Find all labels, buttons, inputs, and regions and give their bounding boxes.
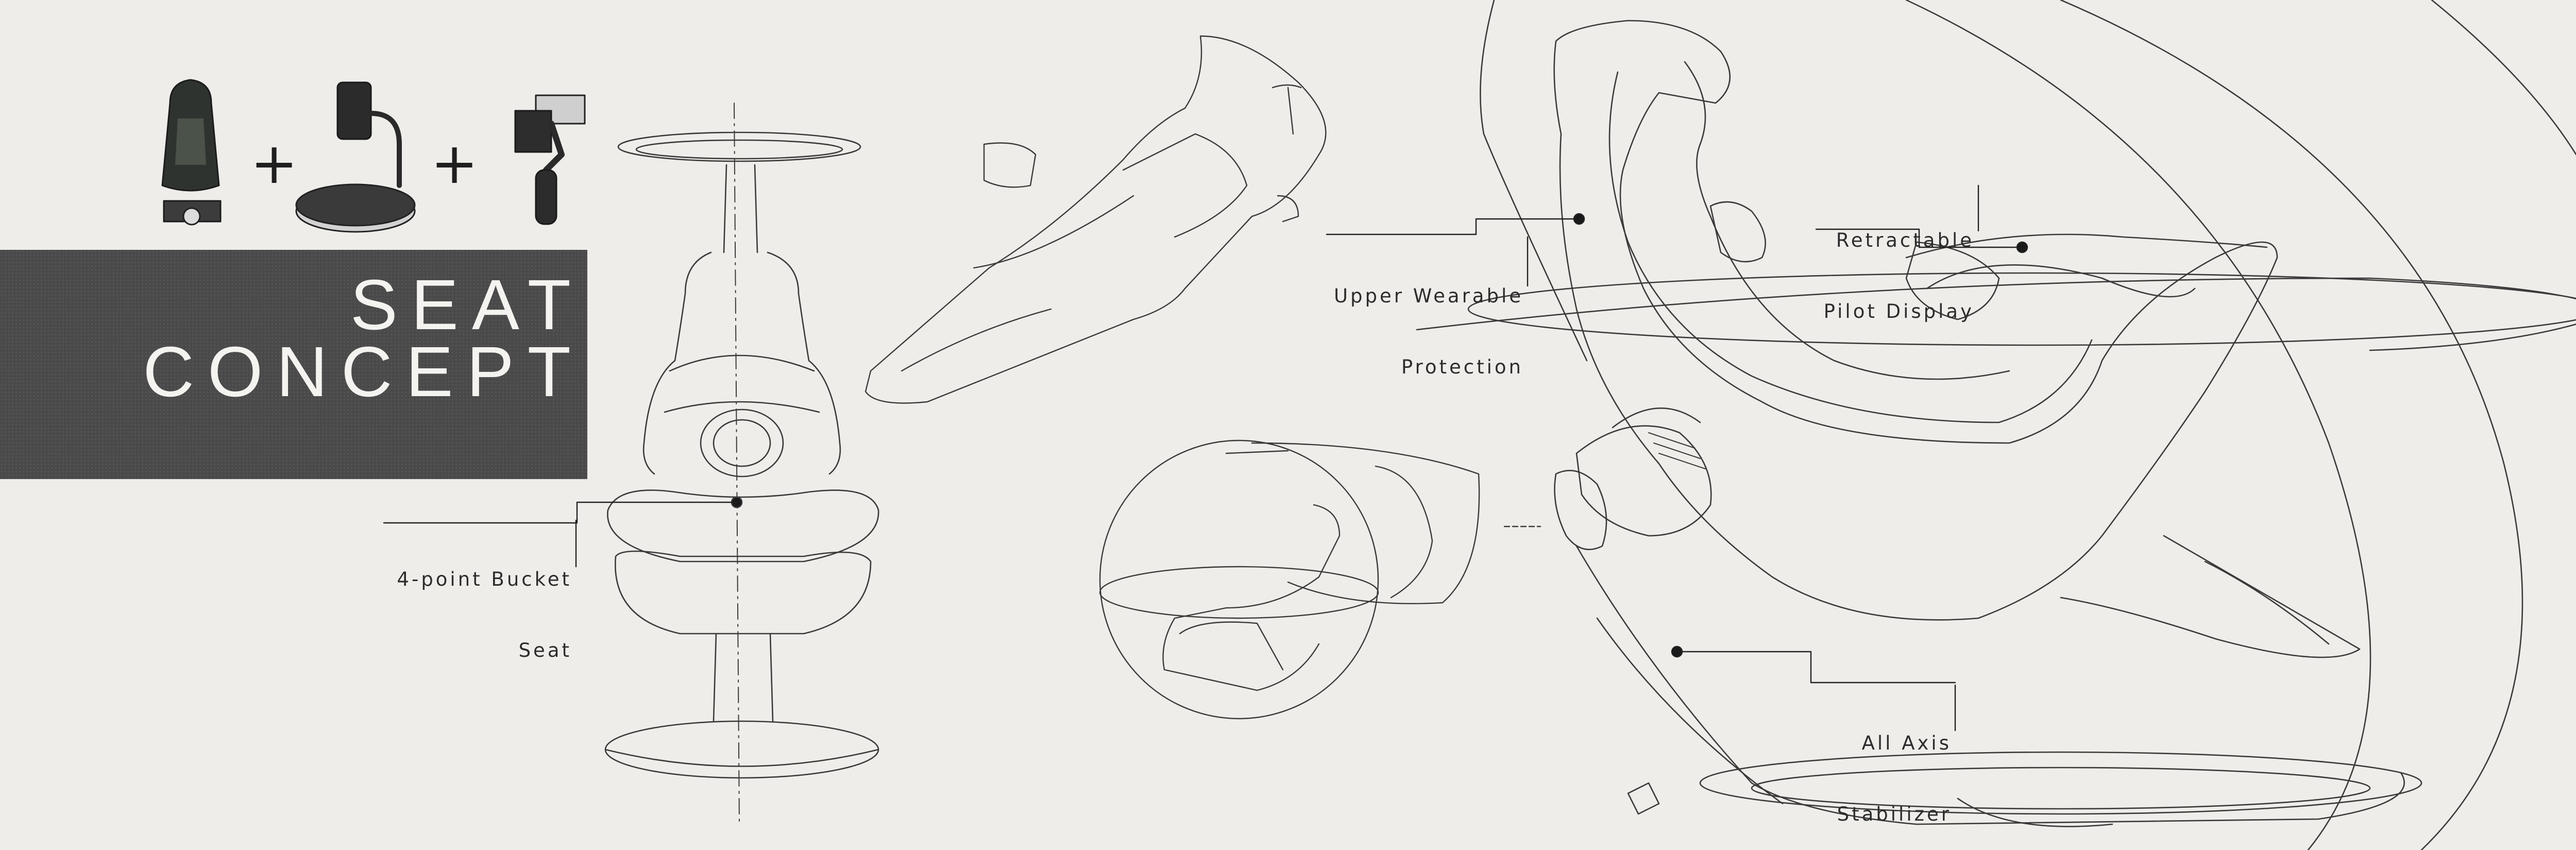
- leader-upper-wearable: [1326, 213, 1585, 287]
- callout-bucket-seat-line2: Seat: [518, 639, 572, 661]
- turntable-stand-icon: [295, 81, 416, 233]
- reclined-seat-sketch: [865, 35, 1327, 404]
- callout-bucket-seat-line1: 4-point Bucket: [397, 568, 572, 590]
- callout-stabilizer-line1: All Axis: [1861, 732, 1952, 754]
- racing-seat-icon: [161, 79, 222, 226]
- callout-stabilizer: All Axis Stabilizer: [1741, 684, 1952, 850]
- callout-upper-wearable: Upper Wearable Protection: [1311, 237, 1523, 403]
- callout-upper-wearable-line1: Upper Wearable: [1333, 285, 1523, 307]
- callout-upper-wearable-line2: Protection: [1401, 356, 1523, 378]
- title-line-1: SEAT: [350, 265, 584, 345]
- perspective-seat-sketch: [1416, 0, 2576, 850]
- callout-stabilizer-line2: Stabilizer: [1837, 803, 1952, 825]
- plus-sign-2: +: [431, 130, 479, 196]
- callout-pilot-display-line2: Pilot Display: [1823, 300, 1974, 322]
- gimbal-stabilizer-icon: [514, 94, 586, 225]
- front-seat-sketch: [604, 103, 879, 825]
- leader-pilot-display: [1815, 184, 2028, 253]
- callout-pilot-display: Retractable Pilot Display: [1762, 181, 1974, 347]
- leader-bucket-seat: [383, 501, 738, 568]
- title-line-2: CONCEPT: [143, 332, 584, 412]
- leader-stabilizer: [1671, 645, 1956, 732]
- callout-bucket-seat: 4-point Bucket Seat: [361, 520, 572, 686]
- plus-sign-1: +: [250, 130, 298, 196]
- callout-pilot-display-line1: Retractable: [1836, 229, 1974, 251]
- title-block: SEAT CONCEPT: [0, 250, 587, 479]
- pod-sphere-sketch: [1099, 439, 1541, 720]
